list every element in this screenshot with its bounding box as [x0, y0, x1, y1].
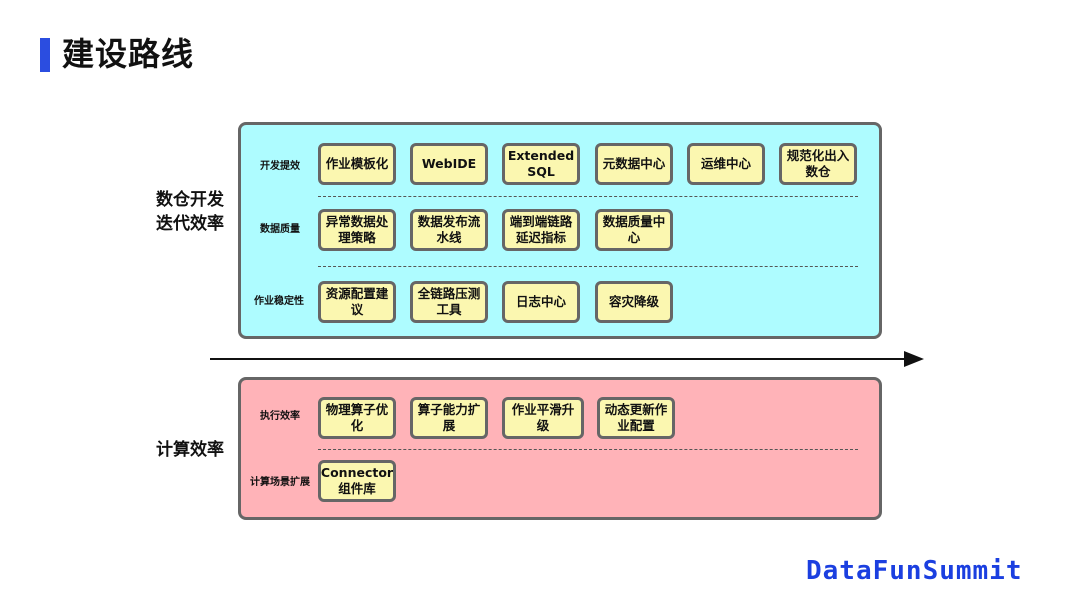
section-label-dev-line1: 数仓开发	[156, 190, 224, 210]
chip-ops-center: 运维中心	[687, 143, 765, 185]
page-title: 建设路线	[62, 35, 195, 73]
row-label-compute-scenario: 计算场景扩展	[250, 477, 310, 488]
chip-text: 物理算子优化	[325, 402, 389, 433]
chip-text: 全链路压测工具	[417, 286, 481, 317]
section-label-dev: 数仓开发 迭代效率	[150, 188, 230, 236]
chip-e2e-latency: 端到端链路延迟指标	[502, 209, 580, 251]
row-divider	[318, 196, 858, 197]
row-label-job-stability: 作业稳定性	[254, 296, 304, 307]
row-label-data-quality: 数据质量	[260, 224, 300, 235]
chip-text: 运维中心	[700, 156, 751, 171]
chip-log-center: 日志中心	[502, 281, 580, 323]
chip-webide: WebIDE	[410, 143, 488, 185]
chip-text: 端到端链路延迟指标	[509, 214, 573, 245]
row-divider	[318, 266, 858, 267]
chip-text: 元数据中心	[602, 156, 666, 171]
chip-text: 动态更新作业配置	[604, 402, 668, 433]
chip-data-release-pipeline: 数据发布流水线	[410, 209, 488, 251]
chip-stress-test-tool: 全链路压测工具	[410, 281, 488, 323]
chip-text: 数据质量中心	[602, 214, 666, 245]
chip-job-templating: 作业模板化	[318, 143, 396, 185]
section-label-dev-line2: 迭代效率	[156, 214, 224, 234]
chip-data-quality-center: 数据质量中心	[595, 209, 673, 251]
title-accent-bar	[40, 38, 50, 72]
chip-resource-advice: 资源配置建议	[318, 281, 396, 323]
row-label-exec-efficiency: 执行效率	[260, 411, 300, 422]
row-divider	[318, 449, 858, 450]
chip-text: 日志中心	[515, 294, 566, 309]
chip-operator-extension: 算子能力扩展	[410, 397, 488, 439]
chip-text: 算子能力扩展	[417, 402, 481, 433]
chip-text: 容灾降级	[608, 294, 659, 309]
chip-text: 异常数据处理策略	[325, 214, 389, 245]
chip-text: 作业平滑升级	[511, 402, 575, 433]
section-label-compute: 计算效率	[156, 440, 224, 460]
chip-physical-operator: 物理算子优化	[318, 397, 396, 439]
timeline-arrow-head	[904, 351, 924, 367]
chip-text: 规范化出入数仓	[786, 148, 850, 179]
chip-dynamic-config: 动态更新作业配置	[597, 397, 675, 439]
chip-text: WebIDE	[421, 156, 477, 171]
chip-text: 数据发布流水线	[417, 214, 481, 245]
chip-text: 作业模板化	[325, 156, 389, 171]
timeline-arrow-line	[210, 358, 910, 360]
chip-standardized-io: 规范化出入数仓	[779, 143, 857, 185]
chip-text: 资源配置建议	[325, 286, 389, 317]
chip-disaster-degrade: 容灾降级	[595, 281, 673, 323]
chip-metadata-center: 元数据中心	[595, 143, 673, 185]
row-label-dev-boost: 开发提效	[260, 161, 300, 172]
brand-logo: DataFunSummit	[806, 556, 1023, 586]
chip-anomaly-strategy: 异常数据处理策略	[318, 209, 396, 251]
chip-smooth-upgrade: 作业平滑升级	[502, 397, 584, 439]
